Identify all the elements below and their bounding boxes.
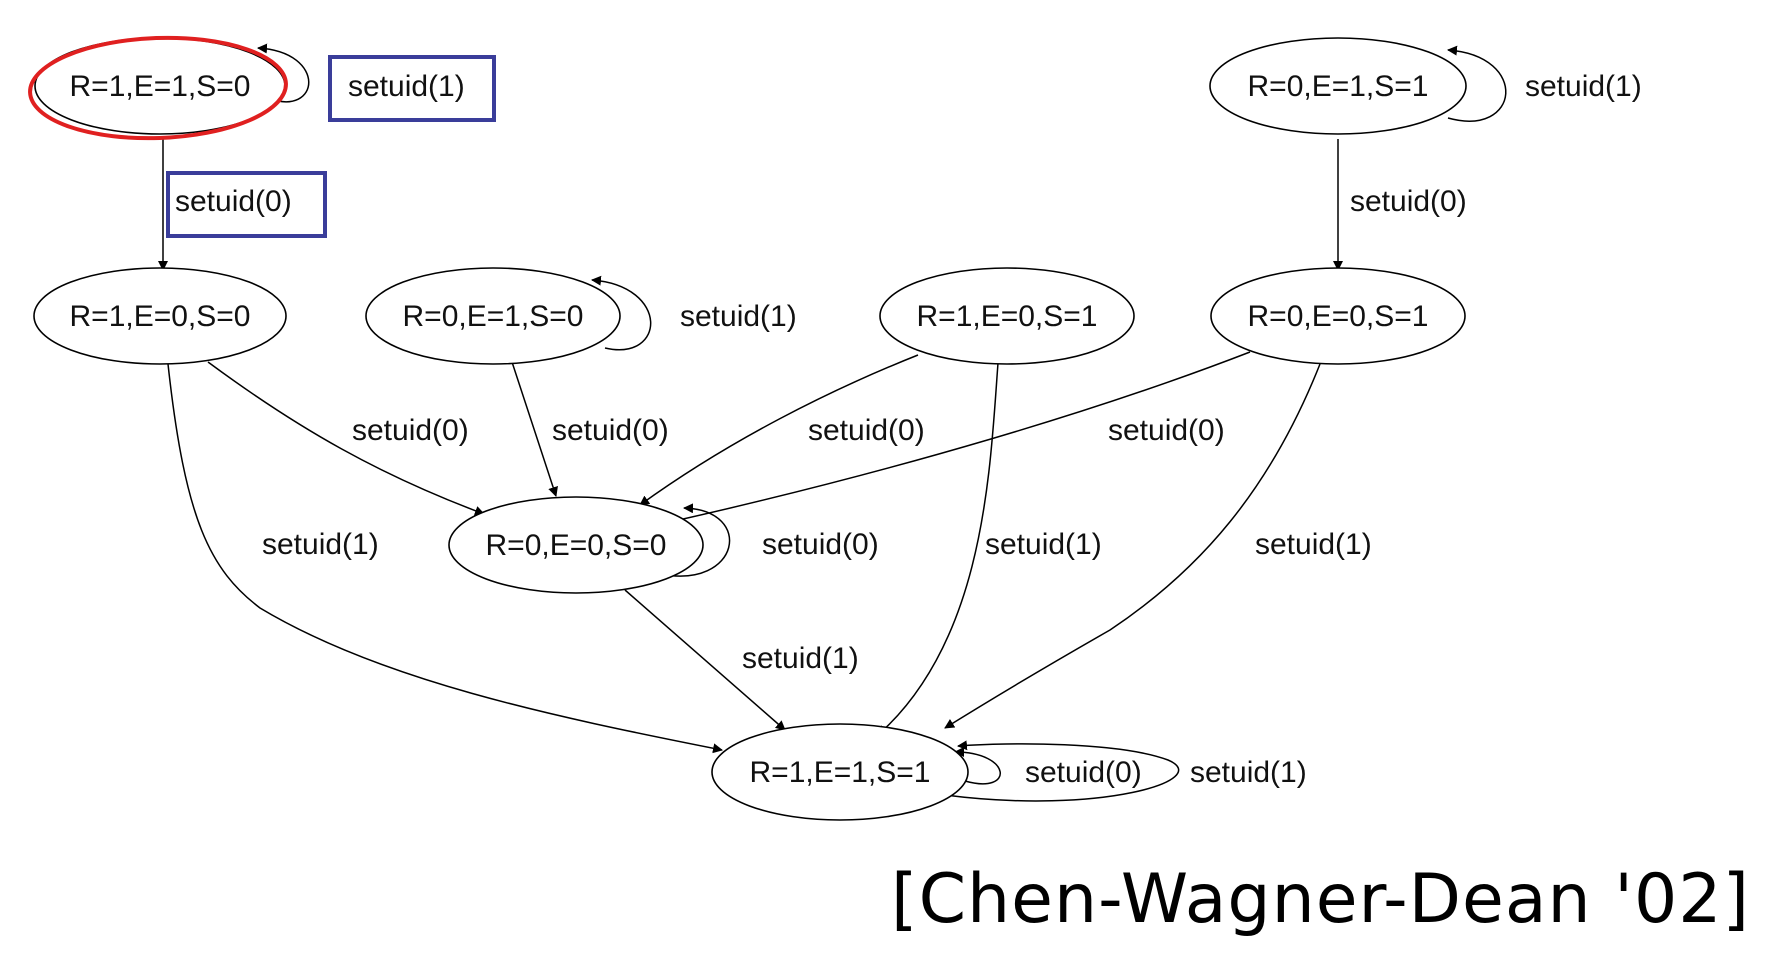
edge-loop-r0e1s0 bbox=[591, 275, 652, 351]
edge-r1e0s1-r0e0s0 bbox=[639, 354, 919, 506]
edge-label-r0e0s1-r1e1s1: setuid(1) bbox=[1255, 528, 1372, 561]
edge-label-loop-r1e1s1-b: setuid(1) bbox=[1190, 756, 1307, 789]
node-r0e1s1: R=0,E=1,S=1 bbox=[1209, 37, 1467, 135]
edge-label-r1e0s0-r1e1s1: setuid(1) bbox=[262, 528, 379, 561]
edge-label-r0e0s1-r0e0s0: setuid(0) bbox=[1108, 414, 1225, 447]
edge-label-loop-r0e1s1: setuid(1) bbox=[1525, 70, 1642, 103]
edge-label-r1e0s1-r0e0s0: setuid(0) bbox=[808, 414, 925, 447]
node-label: R=0,E=1,S=0 bbox=[403, 300, 584, 333]
edge-label-loop-r0e0s0: setuid(0) bbox=[762, 528, 879, 561]
edge-r1e0s0-r1e1s1 bbox=[167, 363, 723, 754]
edge-loop-r1e1s1-inner bbox=[954, 747, 1002, 785]
edge-label-r1e0s1-r1e1s1: setuid(1) bbox=[985, 528, 1102, 561]
edge-label-r1e0s0-r0e0s0: setuid(0) bbox=[352, 414, 469, 447]
edge-label-r0e1s0-r0e0s0: setuid(0) bbox=[552, 414, 669, 447]
node-label: R=1,E=1,S=0 bbox=[70, 70, 251, 103]
citation: [Chen-Wagner-Dean '02] bbox=[891, 860, 1750, 939]
edge-loop-r1e1s0 bbox=[257, 43, 310, 103]
node-r1e1s1: R=1,E=1,S=1 bbox=[711, 723, 969, 821]
edge-label-r0e1s1-r0e0s1: setuid(0) bbox=[1350, 185, 1467, 218]
highlight-box-setuid0 bbox=[166, 171, 327, 238]
highlight-box-setuid1 bbox=[328, 55, 496, 122]
edge-label-r1e1s0-r1e0s0: setuid(0) bbox=[175, 185, 292, 218]
edge-loop-r1e1s1-outer bbox=[944, 740, 1180, 802]
edge-r0e1s0-r0e0s0 bbox=[511, 361, 558, 497]
edge-label-loop-r1e1s1-a: setuid(0) bbox=[1025, 756, 1142, 789]
node-r0e1s0: R=0,E=1,S=0 bbox=[365, 267, 621, 365]
edge-label-loop-r1e1s0: setuid(1) bbox=[348, 70, 465, 103]
node-r1e0s0: R=1,E=0,S=0 bbox=[33, 267, 287, 365]
edge-r0e0s1-r1e1s1 bbox=[944, 363, 1321, 729]
edge-r1e0s0-r0e0s0 bbox=[207, 361, 485, 516]
node-label: R=1,E=0,S=0 bbox=[70, 300, 251, 333]
edge-label-r0e0s0-r1e1s1: setuid(1) bbox=[742, 642, 859, 675]
edge-r1e0s1-r1e1s1 bbox=[877, 362, 999, 736]
node-r0e0s1: R=0,E=0,S=1 bbox=[1210, 267, 1466, 365]
node-label: R=1,E=0,S=1 bbox=[917, 300, 1098, 333]
edge-loop-r0e0s0 bbox=[659, 503, 731, 577]
edge-r0e0s1-r0e0s0 bbox=[669, 351, 1251, 525]
node-label: R=0,E=1,S=1 bbox=[1248, 70, 1429, 103]
node-label: R=1,E=1,S=1 bbox=[750, 756, 931, 789]
edge-label-loop-r0e1s0: setuid(1) bbox=[680, 300, 797, 333]
node-label: R=0,E=0,S=1 bbox=[1248, 300, 1429, 333]
node-r1e0s1: R=1,E=0,S=1 bbox=[879, 267, 1135, 365]
edge-loop-r0e1s1 bbox=[1447, 45, 1507, 122]
node-r0e0s0: R=0,E=0,S=0 bbox=[448, 496, 704, 594]
edge-r0e0s0-r1e1s1 bbox=[624, 589, 786, 731]
node-label: R=0,E=0,S=0 bbox=[486, 529, 667, 562]
highlight-ellipse-start-state bbox=[28, 35, 288, 141]
